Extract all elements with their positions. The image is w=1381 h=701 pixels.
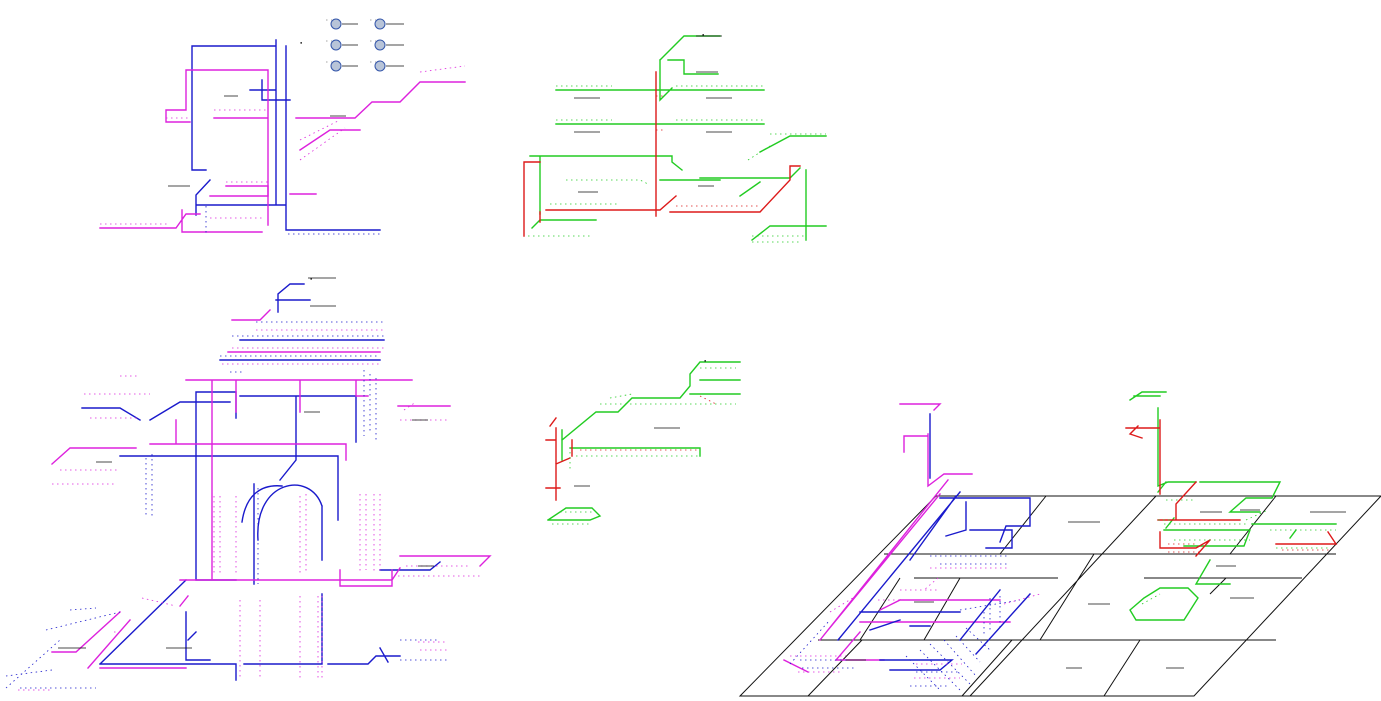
fixture-symbol-icon — [330, 18, 386, 72]
svg-text:▪: ▪ — [300, 40, 302, 45]
fixture-legend — [326, 18, 404, 72]
supply-riser-lower-left — [5, 277, 492, 691]
floor-plan-isometric-lower-right — [738, 391, 1381, 697]
svg-text:▪: ▪ — [702, 32, 704, 37]
svg-text:▪: ▪ — [704, 358, 706, 363]
sanitary-riser-upper-middle — [523, 35, 827, 243]
floor-grid — [738, 495, 1381, 697]
supply-riser-upper-left — [99, 18, 466, 235]
sanitary-riser-lower-middle — [545, 361, 741, 525]
fitting-labels: ▪ ▪ ▪ ▪ — [300, 32, 706, 363]
svg-text:▪: ▪ — [310, 276, 312, 281]
